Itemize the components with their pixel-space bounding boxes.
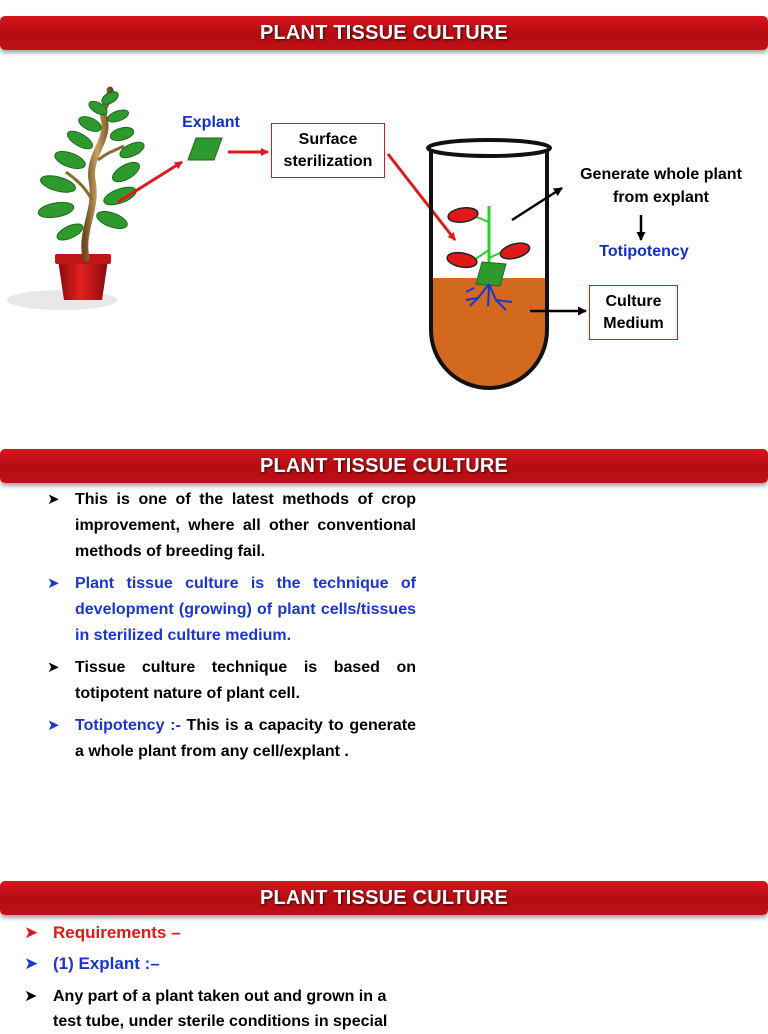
sterilization-label: sterilization — [283, 152, 373, 170]
surface-label: Surface — [298, 130, 358, 148]
slide2-bullet-list: ➤ This is one of the latest methods of c… — [44, 487, 416, 771]
list-item: ➤ This is one of the latest methods of c… — [44, 487, 416, 565]
test-tube-icon — [426, 138, 552, 390]
bullet-text: Plant tissue culture is the technique of… — [75, 575, 416, 644]
totipotency-label: Totipotency — [599, 243, 689, 260]
requirements-heading: Requirements – — [53, 923, 181, 942]
tissue-culture-diagram: Explant Surface sterilization Generate w… — [0, 60, 768, 430]
generate-line-2: from explant — [612, 189, 709, 206]
list-item: ➤ (1) Explant :– — [24, 952, 414, 976]
list-item: ➤ Requirements – — [24, 921, 414, 945]
slide2-title: PLANT TISSUE CULTURE — [259, 454, 509, 477]
bullet-text: This is one of the latest methods of cro… — [75, 491, 416, 560]
generate-line-1: Generate whole plant — [580, 166, 742, 183]
bullet-text: Tissue culture technique is based on tot… — [75, 659, 416, 702]
list-item: ➤ Any part of a plant taken out and grow… — [24, 984, 414, 1034]
surface-sterilization-box: Surface sterilization — [271, 123, 385, 178]
bullet-arrow-icon: ➤ — [47, 575, 60, 592]
culture-medium-box: Culture Medium — [589, 285, 678, 340]
bullet-arrow-icon: ➤ — [47, 659, 60, 676]
medium-label: Medium — [603, 314, 664, 332]
list-item: ➤ Plant tissue culture is the technique … — [44, 571, 416, 649]
list-item: ➤ Tissue culture technique is based on t… — [44, 655, 416, 707]
slide1-title: PLANT TISSUE CULTURE — [259, 21, 509, 44]
generate-whole-plant-label: Generate whole plant from explant — [566, 163, 756, 209]
totipotency-term: Totipotency :- — [75, 717, 181, 734]
bullet-arrow-icon: ➤ — [47, 717, 60, 734]
bullet-arrow-icon: ➤ — [24, 923, 39, 942]
slide2-title-banner: PLANT TISSUE CULTURE — [0, 449, 768, 483]
bullet-arrow-icon: ➤ — [24, 954, 39, 973]
slide3-title-banner: PLANT TISSUE CULTURE — [0, 881, 768, 915]
bullet-text: This is a capacity to generate a whole p… — [75, 717, 417, 760]
list-item: ➤ Totipotency :- This is a capacity to g… — [44, 713, 416, 765]
bullet-arrow-icon: ➤ — [24, 988, 38, 1005]
slide1-title-banner: PLANT TISSUE CULTURE — [0, 16, 768, 50]
bullet-arrow-icon: ➤ — [47, 491, 60, 508]
culture-label: Culture — [605, 292, 662, 310]
slide3-title: PLANT TISSUE CULTURE — [259, 886, 509, 909]
slide3-list: ➤ Requirements – ➤ (1) Explant :– ➤ Any … — [24, 921, 414, 1034]
plant-pot-icon — [7, 86, 145, 310]
explant-icon — [187, 137, 223, 161]
explant-label: Explant — [182, 114, 240, 131]
explant-heading: (1) Explant :– — [53, 954, 160, 973]
